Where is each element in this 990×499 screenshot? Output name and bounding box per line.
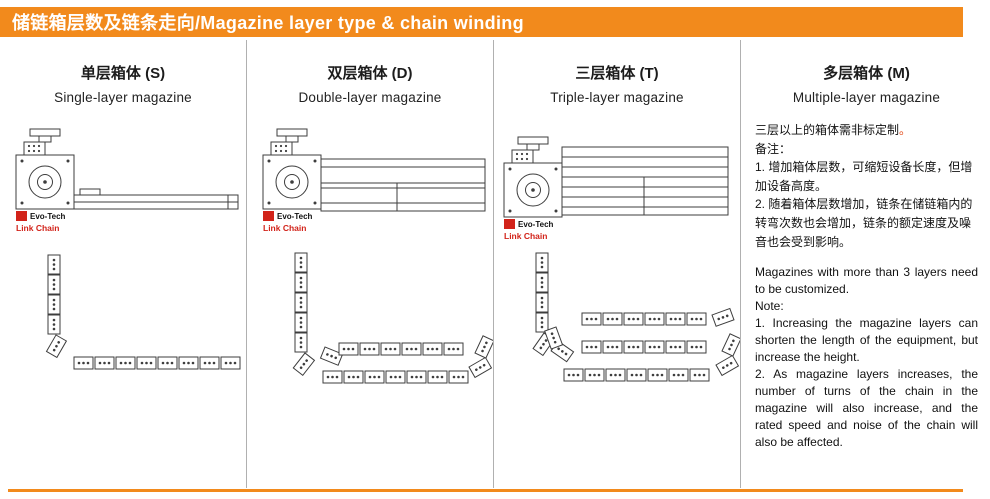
brand-logo: Evo-Tech Link Chain bbox=[504, 219, 554, 241]
svg-text:Evo-Tech: Evo-Tech bbox=[277, 212, 313, 221]
single-layer-machine-view: Evo-Tech Link Chain bbox=[15, 128, 239, 233]
notes-zh-label: 备注： bbox=[755, 141, 792, 156]
svg-text:Link Chain: Link Chain bbox=[263, 223, 306, 233]
page-title: 储链箱层数及链条走向/Magazine layer type & chain w… bbox=[12, 13, 524, 33]
notes-en-item2: 2. As magazine layers increases, the num… bbox=[755, 367, 978, 450]
double-layer-machine-view: Evo-Tech Link Chain bbox=[262, 128, 486, 233]
column-double-header: 双层箱体 (D) Double-layer magazine bbox=[247, 62, 493, 105]
single-layer-drawing: Evo-Tech Link Chain bbox=[15, 128, 241, 370]
column-single-header: 单层箱体 (S) Single-layer magazine bbox=[0, 62, 246, 105]
triple-layer-drawing: Evo-Tech Link Chain bbox=[503, 136, 740, 382]
column-triple-title-zh: 三层箱体 (T) bbox=[575, 65, 659, 82]
svg-text:Evo-Tech: Evo-Tech bbox=[30, 212, 66, 221]
svg-text:Link Chain: Link Chain bbox=[504, 231, 547, 241]
layout-columns: 单层箱体 (S) Single-layer magazine Evo-Tech … bbox=[0, 40, 990, 488]
double-layer-chain-winding bbox=[292, 252, 493, 384]
triple-layer-machine-view: Evo-Tech Link Chain bbox=[503, 136, 729, 241]
double-layer-drawing: Evo-Tech Link Chain bbox=[262, 128, 493, 384]
svg-text:Evo-Tech: Evo-Tech bbox=[518, 220, 554, 229]
column-double-title-en: Double-layer magazine bbox=[298, 90, 442, 105]
column-single-layer: 单层箱体 (S) Single-layer magazine Evo-Tech … bbox=[0, 40, 247, 488]
notes-zh-intro-period: 。 bbox=[899, 123, 912, 137]
brand-logo: Evo-Tech Link Chain bbox=[16, 211, 66, 233]
column-single-title-zh: 单层箱体 (S) bbox=[80, 65, 166, 82]
notes-en-intro: Magazines with more than 3 layers need t… bbox=[755, 265, 978, 297]
triple-layer-chain-winding bbox=[532, 252, 740, 382]
notes-zh-intro: 三层以上的箱体需非标定制。 bbox=[755, 121, 978, 140]
bottom-rule bbox=[8, 489, 963, 492]
column-multiple-title-en: Multiple-layer magazine bbox=[792, 90, 941, 105]
column-triple-header: 三层箱体 (T) Triple-layer magazine bbox=[494, 62, 740, 105]
notes-zh-intro-text: 三层以上的箱体需非标定制 bbox=[755, 123, 900, 137]
notes-en-label: Note: bbox=[755, 299, 784, 314]
notes-zh-item1: 1. 增加箱体层数，可缩短设备长度，但增加设备高度。 bbox=[755, 160, 973, 193]
page-header: 储链箱层数及链条走向/Magazine layer type & chain w… bbox=[0, 7, 963, 37]
column-double-layer: 双层箱体 (D) Double-layer magazine Evo-Tech … bbox=[247, 40, 494, 488]
column-multiple-title-zh: 多层箱体 (M) bbox=[823, 65, 910, 82]
brand-logo: Evo-Tech Link Chain bbox=[263, 211, 313, 233]
customization-notes: 三层以上的箱体需非标定制。 备注： 1. 增加箱体层数，可缩短设备长度，但增加设… bbox=[755, 121, 978, 452]
single-layer-chain-winding bbox=[46, 254, 241, 370]
column-triple-layer: 三层箱体 (T) Triple-layer magazine Evo-Tech … bbox=[494, 40, 741, 488]
notes-zh-item2: 2. 随着箱体层数增加，链条在储链箱内的转弯次数也会增加，链条的额定速度及噪音也… bbox=[755, 197, 973, 249]
column-triple-title-en: Triple-layer magazine bbox=[550, 90, 684, 105]
column-multiple-header: 多层箱体 (M) Multiple-layer magazine bbox=[755, 62, 978, 105]
column-single-title-en: Single-layer magazine bbox=[54, 90, 192, 105]
svg-text:Link Chain: Link Chain bbox=[16, 223, 59, 233]
column-multiple-layer: 多层箱体 (M) Multiple-layer magazine 三层以上的箱体… bbox=[741, 40, 990, 488]
column-double-title-zh: 双层箱体 (D) bbox=[327, 65, 413, 82]
notes-en-item1: 1. Increasing the magazine layers can sh… bbox=[755, 316, 978, 365]
